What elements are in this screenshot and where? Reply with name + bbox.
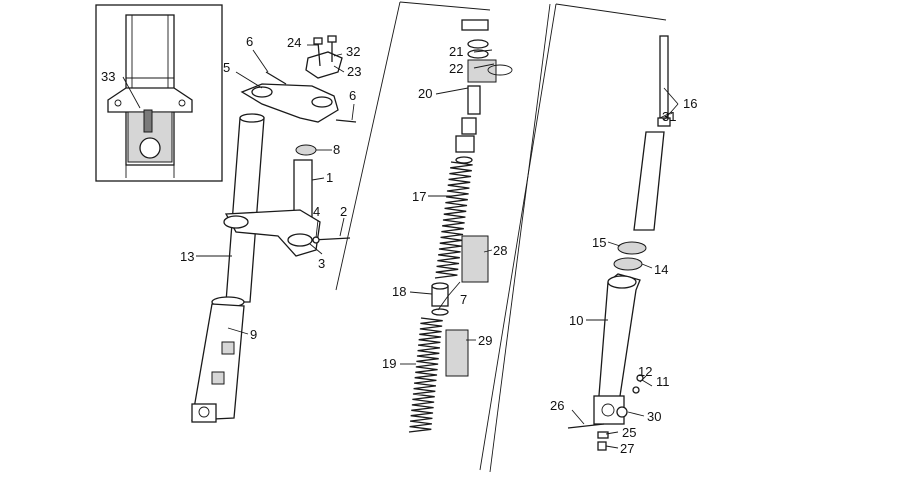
callout-11: 11 [656,374,670,389]
callout-28: 28 [493,243,507,258]
leader-lines [122,44,679,449]
callout-27: 27 [620,441,634,456]
callout-18: 18 [392,284,406,299]
callout-9: 9 [250,327,257,342]
callout-10: 10 [569,313,583,328]
callout-2: 2 [340,204,347,219]
callout-24: 24 [287,35,301,50]
callout-21: 21 [449,44,463,59]
callout-17: 17 [412,189,426,204]
callout-23: 23 [347,64,361,79]
callout-6a: 6 [246,34,253,49]
right-fork-leg [479,3,671,471]
callout-6b: 6 [349,88,356,103]
callout-3: 3 [318,256,325,271]
callout-13: 13 [180,249,194,264]
callout-25: 25 [622,425,636,440]
callout-7: 7 [460,292,467,307]
callout-8: 8 [333,142,340,157]
fork-internals [335,1,551,473]
callout-30: 30 [647,409,661,424]
callout-22: 22 [449,61,463,76]
callout-16: 16 [683,96,697,111]
callout-5: 5 [223,60,230,75]
callout-31: 31 [662,109,676,124]
callout-20: 20 [418,86,432,101]
fork-leg-assembly [191,35,357,423]
callout-33: 33 [101,69,115,84]
callout-14: 14 [654,262,668,277]
callout-29: 29 [478,333,492,348]
callout-1: 1 [326,170,333,185]
callout-12: 12 [638,364,652,379]
callout-26: 26 [550,398,564,413]
detail-inset [95,4,223,182]
callout-4: 4 [313,204,320,219]
callout-19: 19 [382,356,396,371]
callout-15: 15 [592,235,606,250]
callout-32: 32 [346,44,360,59]
callout-labels: 1 2 3 4 5 6 6 7 8 9 10 11 12 13 14 15 16… [101,34,697,456]
